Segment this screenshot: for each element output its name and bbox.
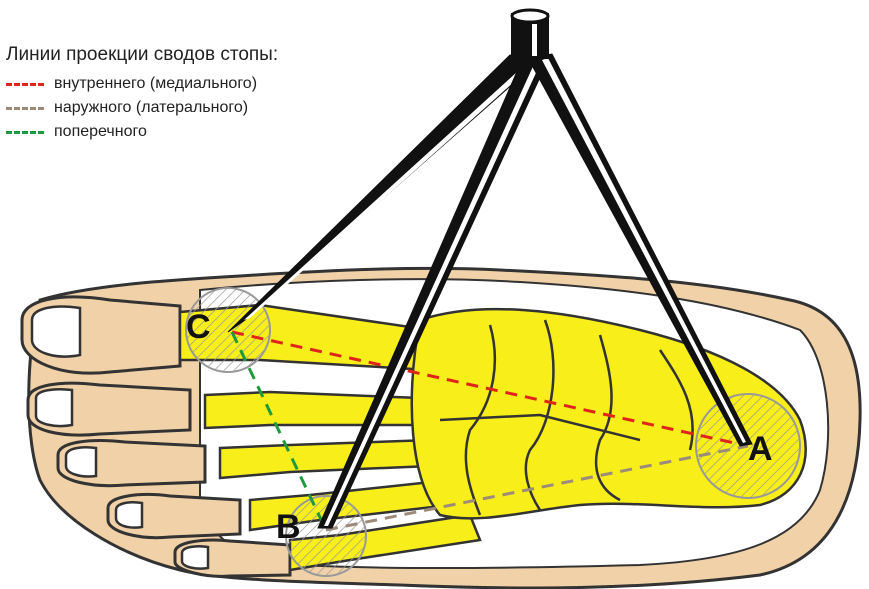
point-label-c: C: [186, 308, 211, 347]
tripod-head-highlight: [532, 24, 537, 56]
legend-label-transverse: поперечного: [54, 123, 147, 141]
legend-dash-transverse: [6, 131, 44, 134]
legend-item-medial: внутреннего (медиального): [6, 72, 278, 96]
legend-item-transverse: поперечного: [6, 120, 278, 144]
legend-dash-medial: [6, 83, 44, 86]
legend-label-medial: внутреннего (медиального): [54, 75, 257, 93]
legend-label-lateral: наружного (латерального): [54, 99, 248, 117]
legend: Линии проекции сводов стопы: внутреннего…: [6, 44, 278, 144]
legend-item-lateral: наружного (латерального): [6, 96, 278, 120]
tripod-head-top: [512, 10, 548, 22]
legend-dash-lateral: [6, 107, 44, 110]
legend-title: Линии проекции сводов стопы:: [6, 44, 278, 66]
point-label-b: B: [276, 508, 301, 547]
point-label-a: A: [748, 430, 773, 469]
